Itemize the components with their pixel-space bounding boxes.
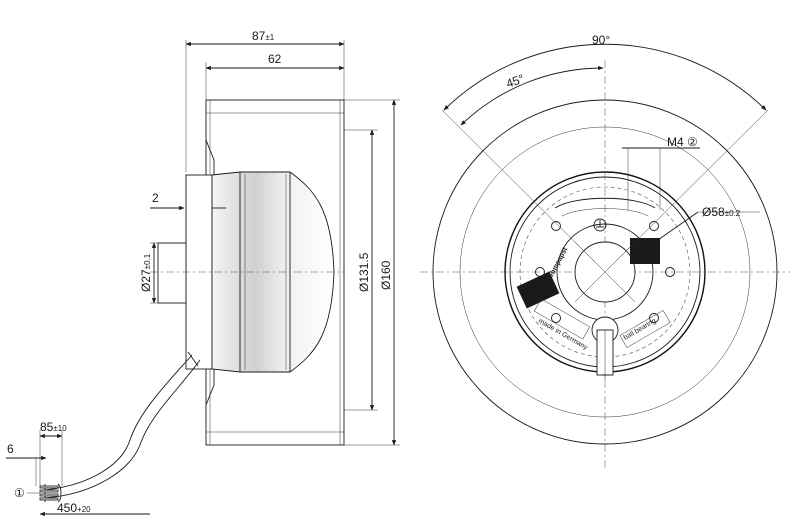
dim-angle-45: 45°: [460, 65, 604, 126]
dim-outer-diameter: Ø160: [344, 99, 400, 446]
front-view: ebmpapst made in Germany ball bearing 90…: [420, 33, 790, 470]
dim-hub-diameter: Ø27±0.1: [139, 242, 158, 304]
top-cavity: [554, 197, 656, 209]
dim-strip-length: 85±10: [39, 420, 67, 486]
dim-58-label: Ø58±0.2: [702, 205, 741, 219]
motor-body: [150, 171, 345, 373]
dim-450-label: 450+20: [57, 501, 91, 515]
note-1-label: ①: [14, 486, 25, 500]
dim-6-label: 6: [7, 442, 14, 456]
dim-85-label: 85±10: [40, 420, 67, 434]
side-view: 87±1 62 2 Ø27±0.1 Ø: [6, 29, 400, 517]
dim-wheel-depth: 62: [205, 52, 345, 100]
right-plate-label: ball bearing: [623, 318, 658, 342]
dim-m4-label: M4: [667, 135, 684, 149]
left-plate-label: made in Germany: [537, 318, 589, 352]
dim-cable-length: 450+20: [39, 501, 150, 517]
screw-hole-icon: [649, 313, 659, 323]
ground-icon: [593, 218, 607, 232]
cable: [39, 351, 201, 503]
dim-bolt-circle: Ø58±0.2: [654, 205, 760, 243]
dim-overall-depth: 87±1: [185, 29, 345, 172]
dark-plate-left: [516, 271, 560, 309]
impeller-outer-circle: [432, 99, 778, 445]
dim-45-label: 45°: [504, 71, 526, 90]
dim-2-label: 2: [152, 191, 159, 205]
impeller-inlet-circle: [459, 126, 751, 418]
note-2-label: ②: [687, 135, 698, 149]
dim-27-label: Ø27±0.1: [139, 253, 153, 292]
dim-inner-diameter: Ø131.5: [344, 129, 378, 411]
screw-hole-icon: [551, 221, 561, 231]
dim-hub-offset: 2: [150, 191, 226, 211]
dim-87-label: 87±1: [252, 29, 275, 43]
dim-90-label: 90°: [592, 33, 610, 47]
dim-thread: M4 ②: [622, 135, 700, 210]
dim-131-label: Ø131.5: [357, 252, 371, 292]
screw-hole-icon: [665, 267, 675, 277]
cable-exit: [591, 316, 619, 380]
brand-label: ebmpapst: [548, 246, 570, 279]
svg-text:M4 ②: M4 ②: [667, 135, 698, 149]
note-1-callout: ①: [14, 486, 40, 500]
dim-160-label: Ø160: [379, 260, 393, 290]
dim-62-label: 62: [268, 52, 282, 66]
wire-strands: [39, 485, 59, 501]
screw-hole-icon: [649, 221, 659, 231]
screw-hole-icon: [551, 313, 561, 323]
dim-wire-end: 6: [6, 442, 47, 486]
